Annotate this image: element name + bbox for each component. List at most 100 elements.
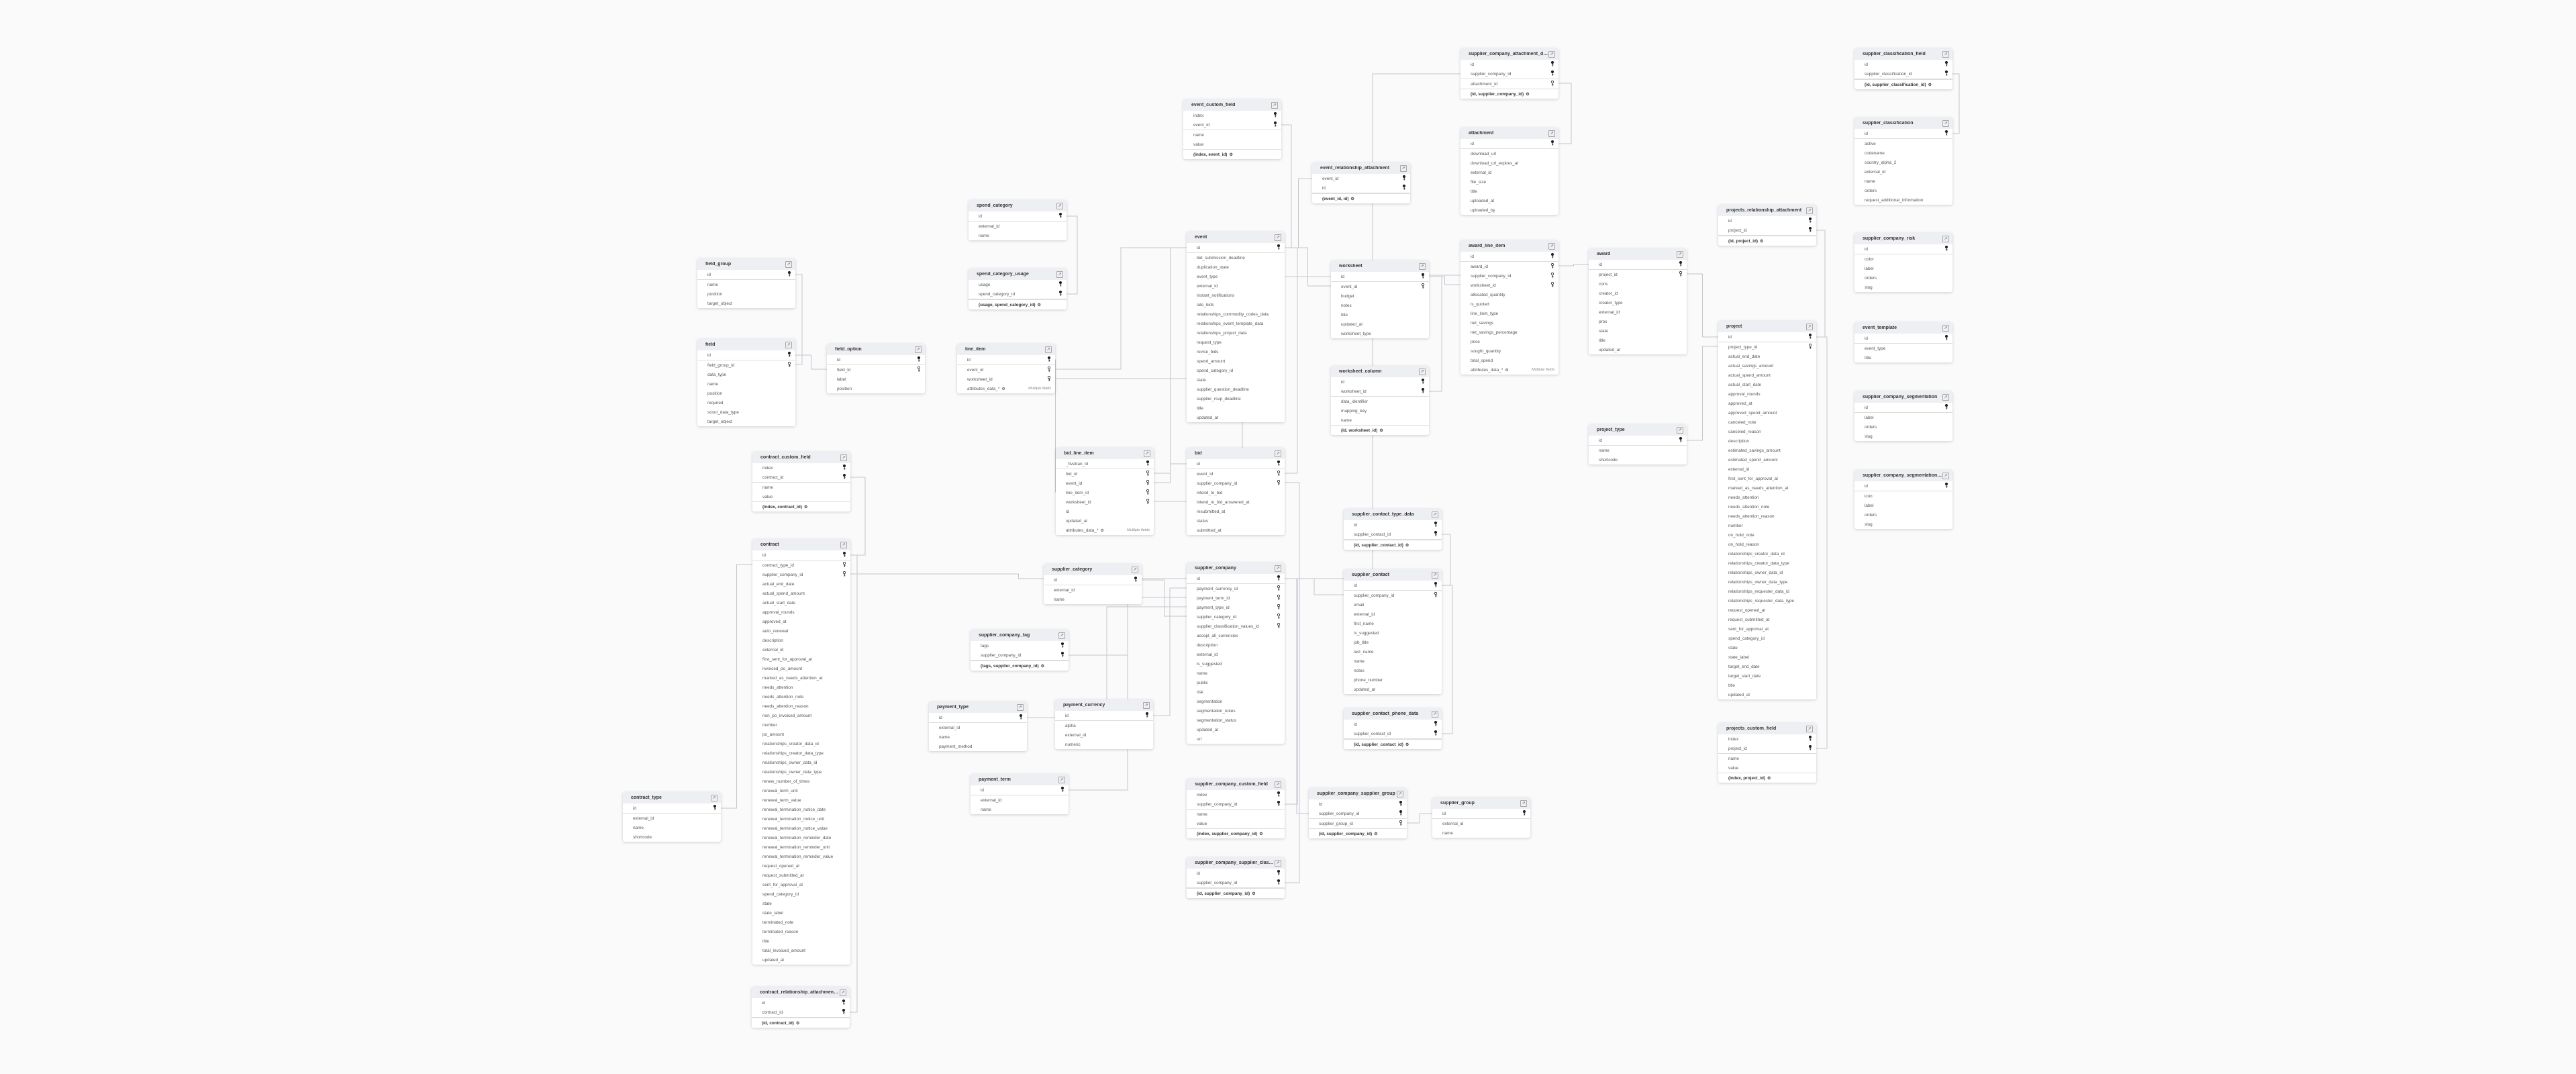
open-table-icon[interactable]: ↗ (1806, 207, 1813, 214)
open-table-icon[interactable]: ↗ (785, 260, 792, 268)
open-table-icon[interactable]: ↗ (1275, 781, 1281, 788)
table-header[interactable]: contract_type↗ (623, 792, 721, 803)
table-header[interactable]: field_option↗ (827, 344, 925, 355)
table-supplier-company-supplier-classificat[interactable]: supplier_company_supplier_classificat...… (1187, 857, 1285, 898)
open-table-icon[interactable]: ↗ (1432, 511, 1438, 518)
table-header[interactable]: supplier_company_supplier_classificat...… (1187, 857, 1285, 869)
open-table-icon[interactable]: ↗ (840, 454, 847, 461)
open-table-icon[interactable]: ↗ (1058, 632, 1065, 639)
table-header[interactable]: award_line_item↗ (1460, 240, 1558, 252)
table-header[interactable]: event_custom_field↗ (1183, 99, 1281, 111)
table-header[interactable]: supplier_contact↗ (1344, 569, 1442, 581)
table-header[interactable]: line_item↗ (957, 344, 1055, 355)
table-header[interactable]: supplier_company_segmentation_status↗ (1854, 470, 1952, 481)
open-table-icon[interactable]: ↗ (1132, 566, 1138, 573)
open-table-icon[interactable]: ↗ (785, 341, 792, 348)
table-header[interactable]: supplier_company_segmentation↗ (1854, 391, 1952, 403)
table-supplier-company-segmentation-status[interactable]: supplier_company_segmentation_status↗idi… (1854, 470, 1952, 529)
table-header[interactable]: spend_category_usage↗ (969, 268, 1067, 280)
open-table-icon[interactable]: ↗ (1432, 710, 1438, 718)
open-table-icon[interactable]: ↗ (1045, 346, 1052, 353)
open-table-icon[interactable]: ↗ (1143, 701, 1150, 709)
open-table-icon[interactable]: ↗ (915, 346, 922, 353)
open-table-icon[interactable]: ↗ (1056, 202, 1063, 209)
open-table-icon[interactable]: ↗ (1419, 368, 1426, 375)
open-table-icon[interactable]: ↗ (1942, 393, 1949, 401)
table-header[interactable]: event_template↗ (1854, 322, 1952, 334)
open-table-icon[interactable]: ↗ (1942, 324, 1949, 332)
table-header[interactable]: contract_relationship_attachment_data↗ (752, 987, 850, 998)
table-header[interactable]: field_group↗ (697, 258, 795, 270)
open-table-icon[interactable]: ↗ (1144, 450, 1150, 457)
table-header[interactable]: supplier_contact_phone_data↗ (1344, 708, 1442, 720)
open-table-icon[interactable]: ↗ (1432, 571, 1438, 579)
open-table-icon[interactable]: ↗ (1056, 271, 1063, 278)
open-table-icon[interactable]: ↗ (1548, 242, 1555, 250)
open-table-icon[interactable]: ↗ (1942, 235, 1949, 242)
table-header[interactable]: project↗ (1718, 321, 1816, 332)
table-header[interactable]: worksheet_column↗ (1331, 366, 1429, 377)
table-header[interactable]: event↗ (1187, 232, 1285, 243)
open-table-icon[interactable]: ↗ (1397, 790, 1403, 797)
table-header[interactable]: award↗ (1589, 248, 1687, 260)
table-header[interactable]: bid↗ (1187, 448, 1285, 459)
table-header[interactable]: supplier_company_tag↗ (971, 630, 1069, 641)
table-header[interactable]: worksheet↗ (1331, 260, 1429, 272)
open-table-icon[interactable]: ↗ (1271, 101, 1278, 109)
open-table-icon[interactable]: ↗ (1520, 799, 1527, 807)
table-contract-relationship-attachment-data[interactable]: contract_relationship_attachment_data↗id… (752, 987, 850, 1028)
open-table-icon[interactable]: ↗ (1275, 859, 1281, 867)
open-table-icon[interactable]: ↗ (1942, 50, 1949, 58)
table-header[interactable]: supplier_contact_type_data↗ (1344, 509, 1442, 520)
table-header[interactable]: supplier_company_attachment_data↗ (1460, 48, 1558, 60)
open-table-icon[interactable]: ↗ (1058, 776, 1065, 783)
open-table-icon[interactable]: ↗ (1942, 119, 1949, 127)
table-header[interactable]: projects_relationship_attachment↗ (1718, 205, 1816, 216)
table-header[interactable]: project_type↗ (1589, 424, 1687, 436)
open-table-icon[interactable]: ↗ (1806, 725, 1813, 732)
open-table-icon[interactable]: ↗ (1548, 130, 1555, 137)
open-table-icon[interactable]: ↗ (1548, 50, 1555, 58)
open-table-icon[interactable]: ↗ (1677, 426, 1683, 434)
table-header[interactable]: payment_currency↗ (1055, 699, 1153, 711)
table-header[interactable]: supplier_category↗ (1044, 564, 1142, 575)
table-header[interactable]: attachment↗ (1460, 128, 1558, 139)
table-header[interactable]: supplier_group↗ (1432, 797, 1530, 809)
table-header[interactable]: event_relationship_attachment↗ (1312, 162, 1410, 174)
table-header[interactable]: payment_term↗ (971, 774, 1069, 785)
table-header[interactable]: supplier_company_custom_field↗ (1187, 779, 1285, 790)
table-header[interactable]: contract↗ (752, 539, 850, 550)
table-header[interactable]: contract_custom_field↗ (752, 452, 850, 463)
